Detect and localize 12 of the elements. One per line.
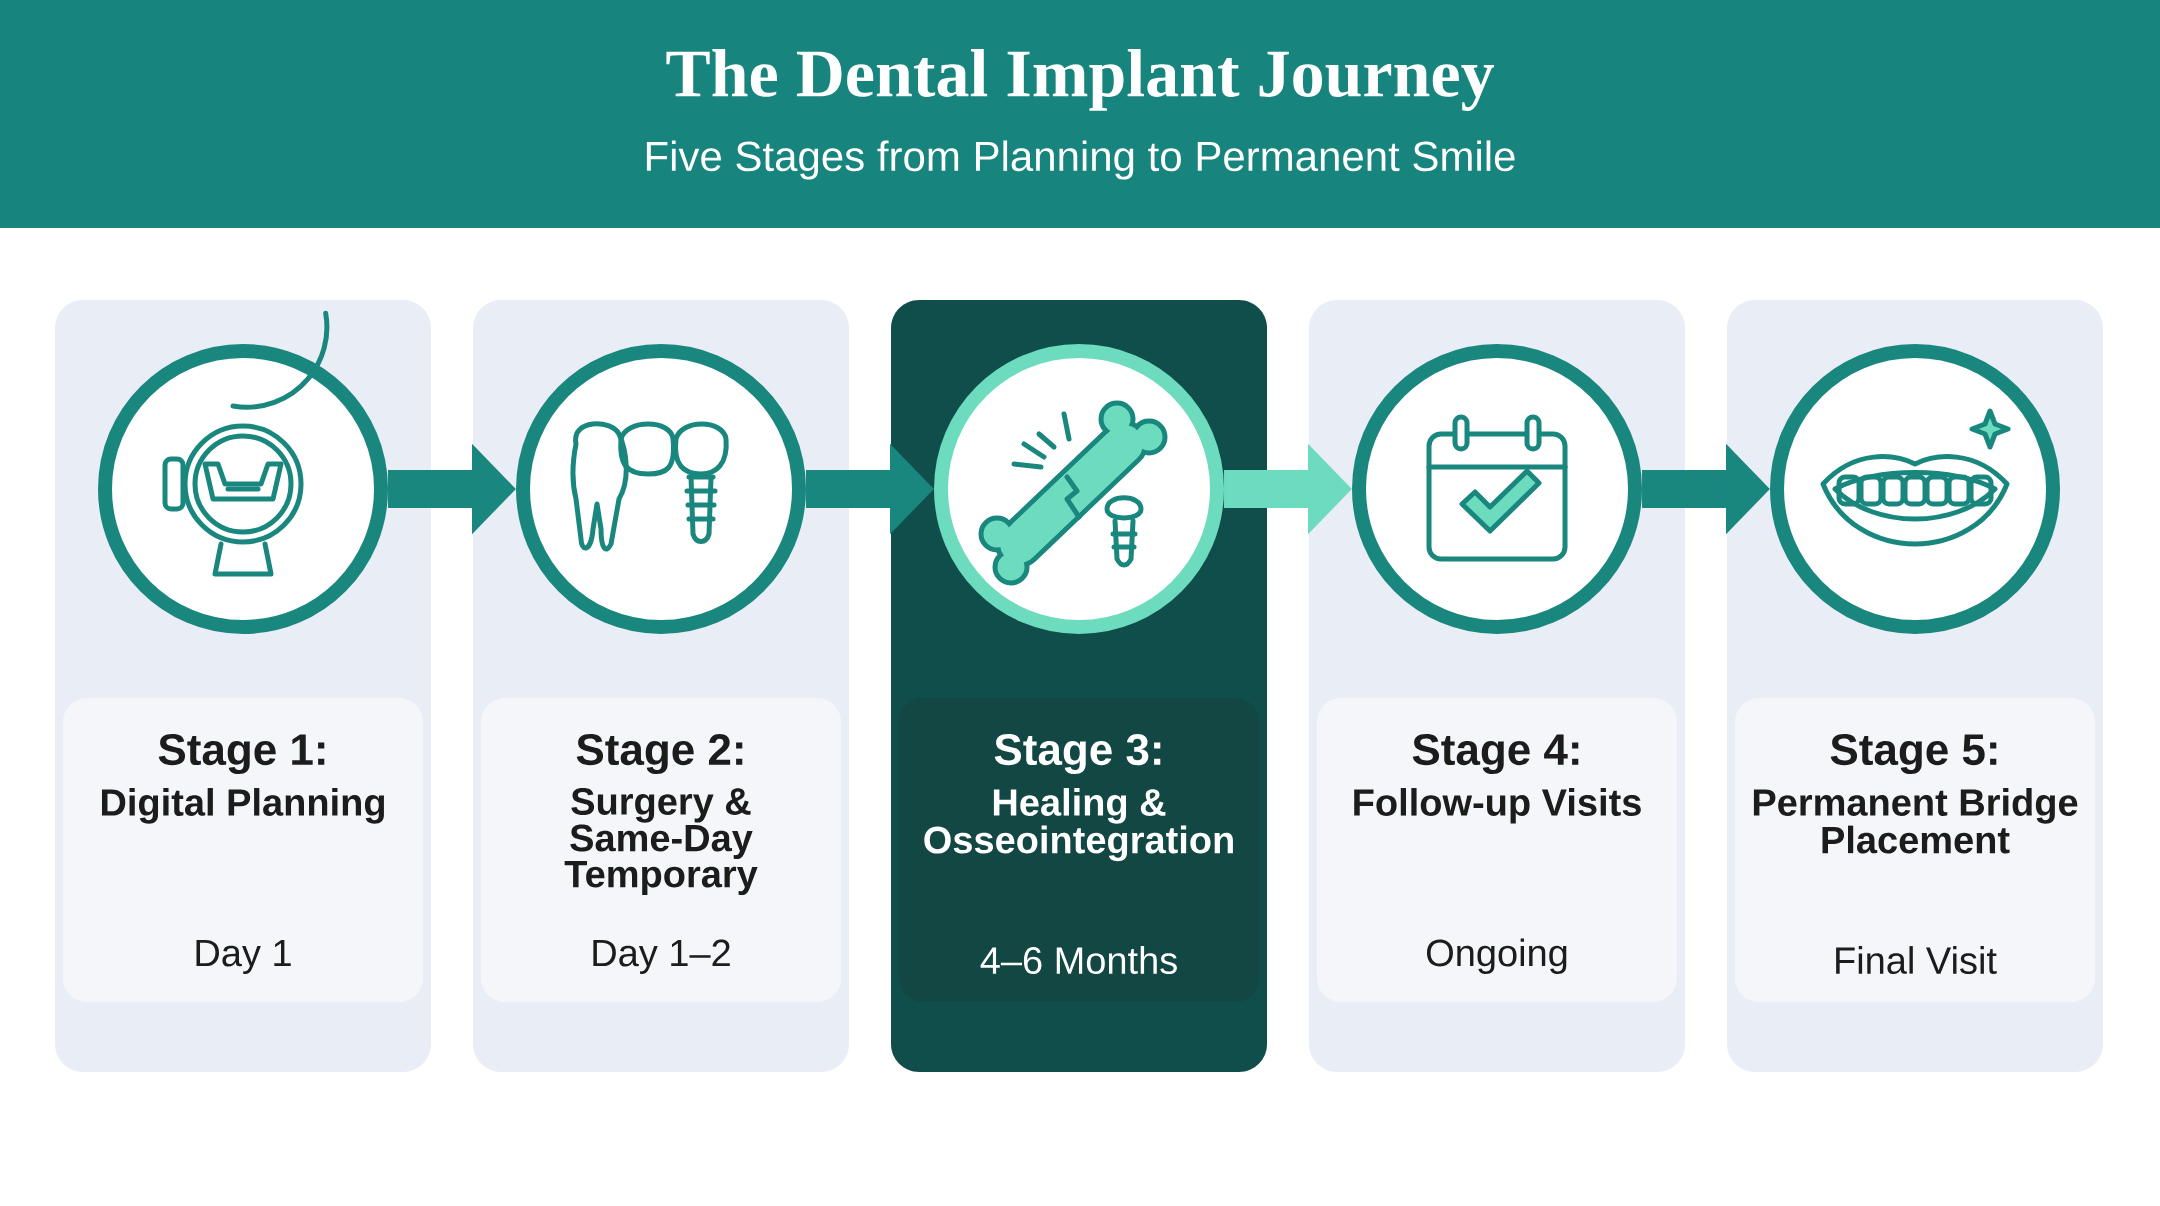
stage-card: Stage 1: Digital Planning Day 1 — [63, 698, 423, 1002]
stage-card: Stage 4: Follow-up Visits Ongoing — [1317, 698, 1678, 1002]
subtitle: Five Stages from Planning to Permanent Smile — [646, 140, 1515, 180]
stage-card: Stage 5: Permanent Bridge Placement Final Visit — [1735, 698, 2096, 1002]
icon-circle — [98, 344, 388, 634]
icon-circle — [516, 344, 806, 634]
icon-circle — [1352, 344, 1643, 634]
title: The Dental Implant Journey — [666, 49, 1494, 111]
stage-card: Stage 2: Surgery & Same-Day Temporary Day 1–2 — [481, 698, 841, 1002]
icon-circle — [934, 344, 1224, 634]
stage-card: Stage 3: Healing & Osseointegration 4–6 Months — [899, 698, 1259, 1002]
icon-circle — [1770, 344, 2061, 634]
